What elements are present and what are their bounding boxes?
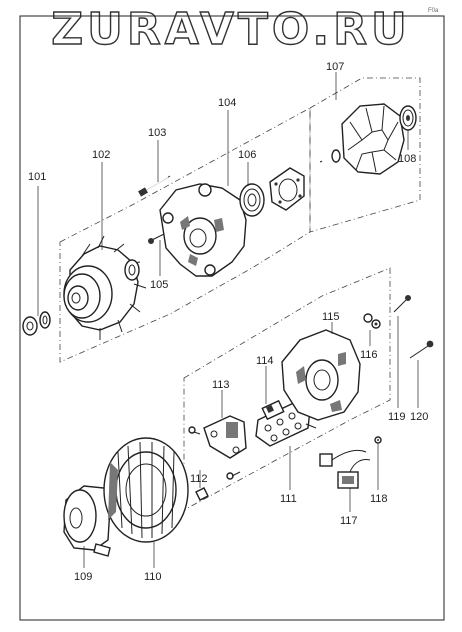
front-housing-104 (159, 183, 247, 277)
clip-112 (195, 487, 209, 501)
label-117: 117 (340, 515, 358, 527)
label-114: 114 (256, 355, 274, 367)
label-113: 113 (212, 379, 230, 391)
rear-housing-115 (281, 329, 361, 421)
label-115: 115 (322, 311, 340, 323)
label-118: 118 (370, 493, 388, 505)
regulator-113 (203, 415, 247, 459)
label-107: 107 (326, 61, 344, 73)
label-101: 101 (28, 171, 46, 183)
bearing-106 (239, 183, 265, 217)
watermark-logo: ZURAVTO.RU (51, 3, 411, 55)
label-103: 103 (148, 127, 166, 139)
nut-116 (363, 313, 381, 329)
label-105: 105 (150, 279, 168, 291)
spacer-ring (124, 259, 140, 281)
label-102: 102 (92, 149, 110, 161)
leader-lines (37, 72, 419, 568)
label-108: 108 (398, 153, 416, 165)
pulley-fan-102 (63, 235, 147, 340)
corner-mark: F0a (428, 8, 439, 14)
frame-border (19, 15, 445, 621)
label-119: 119 (388, 411, 406, 423)
terminal-118 (374, 436, 382, 444)
label-110: 110 (144, 571, 162, 583)
screw-small-a (188, 426, 201, 435)
label-120: 120 (410, 411, 428, 423)
nut-washer-101 (22, 311, 51, 336)
bolt-119 (393, 295, 411, 313)
label-111: 111 (280, 493, 297, 505)
stator-110 (103, 437, 189, 543)
through-bolt-103 (138, 175, 171, 197)
screw-small-b (226, 471, 241, 480)
screw-105 (148, 233, 165, 244)
brush-holder-114 (261, 399, 285, 421)
label-116: 116 (360, 349, 378, 361)
harness-117 (319, 449, 371, 489)
label-109: 109 (74, 571, 92, 583)
label-104: 104 (218, 97, 236, 109)
retainer-plate (269, 167, 305, 211)
label-106: 106 (238, 149, 256, 161)
bolt-120 (409, 340, 434, 359)
rear-bearing-108 (399, 105, 417, 131)
rear-cover-109 (63, 485, 111, 557)
label-112: 112 (190, 473, 208, 485)
rotor-107 (319, 103, 405, 175)
